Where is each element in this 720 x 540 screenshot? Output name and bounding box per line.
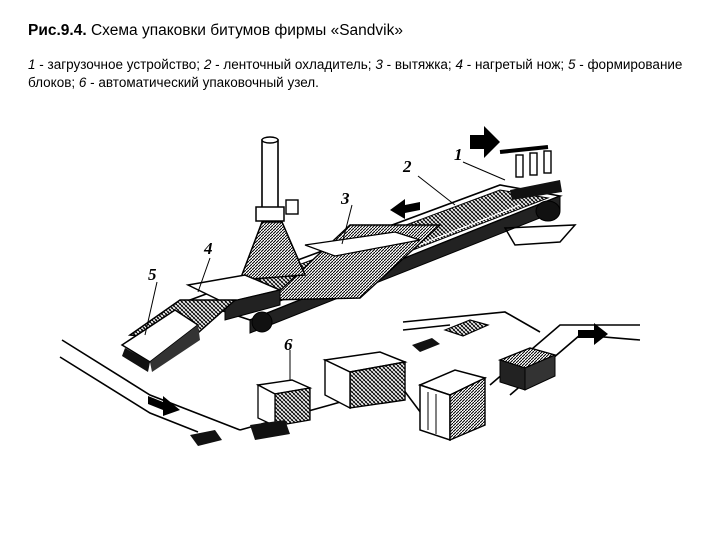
packaging-unit xyxy=(250,351,408,440)
heated-knife xyxy=(185,274,283,333)
arrow-in-icon xyxy=(470,126,500,158)
block-former xyxy=(120,299,237,372)
callout-leaders xyxy=(144,161,506,380)
caption-text-3: - вытяжка; xyxy=(382,57,456,72)
exhaust-stack xyxy=(238,136,307,281)
label-6: 6 xyxy=(284,335,293,354)
open-crate xyxy=(417,369,488,442)
caption-num-5: 5 xyxy=(567,57,576,72)
caption-text-2: - ленточный охладитель; xyxy=(211,57,376,72)
figure-title-text: Схема упаковки битумов фирмы «Sandvik» xyxy=(90,22,403,39)
caption-num-4: 4 xyxy=(455,57,463,72)
label-4: 4 xyxy=(203,239,213,258)
caption-num-6: 6 xyxy=(78,75,87,90)
label-1: 1 xyxy=(454,145,463,164)
caption-num-3: 3 xyxy=(375,57,383,72)
extraction-hood xyxy=(268,224,442,301)
figure-title: Рис.9.4. Схема упаковки битумов фирмы «S… xyxy=(28,22,403,40)
stacked-pallet xyxy=(497,347,558,391)
caption-num-2: 2 xyxy=(203,57,212,72)
figure-caption: 1 - загрузочное устройство; 2 - ленточны… xyxy=(28,56,698,92)
caption-text-1: - загрузочное устройство; xyxy=(35,57,204,72)
small-packs xyxy=(190,319,490,446)
figure-number: Рис.9.4. xyxy=(28,22,87,39)
arrow-floor-left-icon xyxy=(148,396,180,416)
loading-device xyxy=(499,145,562,200)
caption-text-4: - нагретый нож; xyxy=(462,57,568,72)
flow-arrows xyxy=(148,126,608,416)
caption-text-5: - формирование блоков; xyxy=(28,57,683,90)
label-2: 2 xyxy=(402,157,412,176)
caption-text-6: - автоматический упаковочный узел. xyxy=(86,75,319,90)
arrow-belt-icon xyxy=(390,199,420,219)
label-3: 3 xyxy=(340,189,350,208)
label-5: 5 xyxy=(148,265,157,284)
caption-num-1: 1 xyxy=(28,57,36,72)
arrow-floor-right-icon xyxy=(578,323,608,345)
